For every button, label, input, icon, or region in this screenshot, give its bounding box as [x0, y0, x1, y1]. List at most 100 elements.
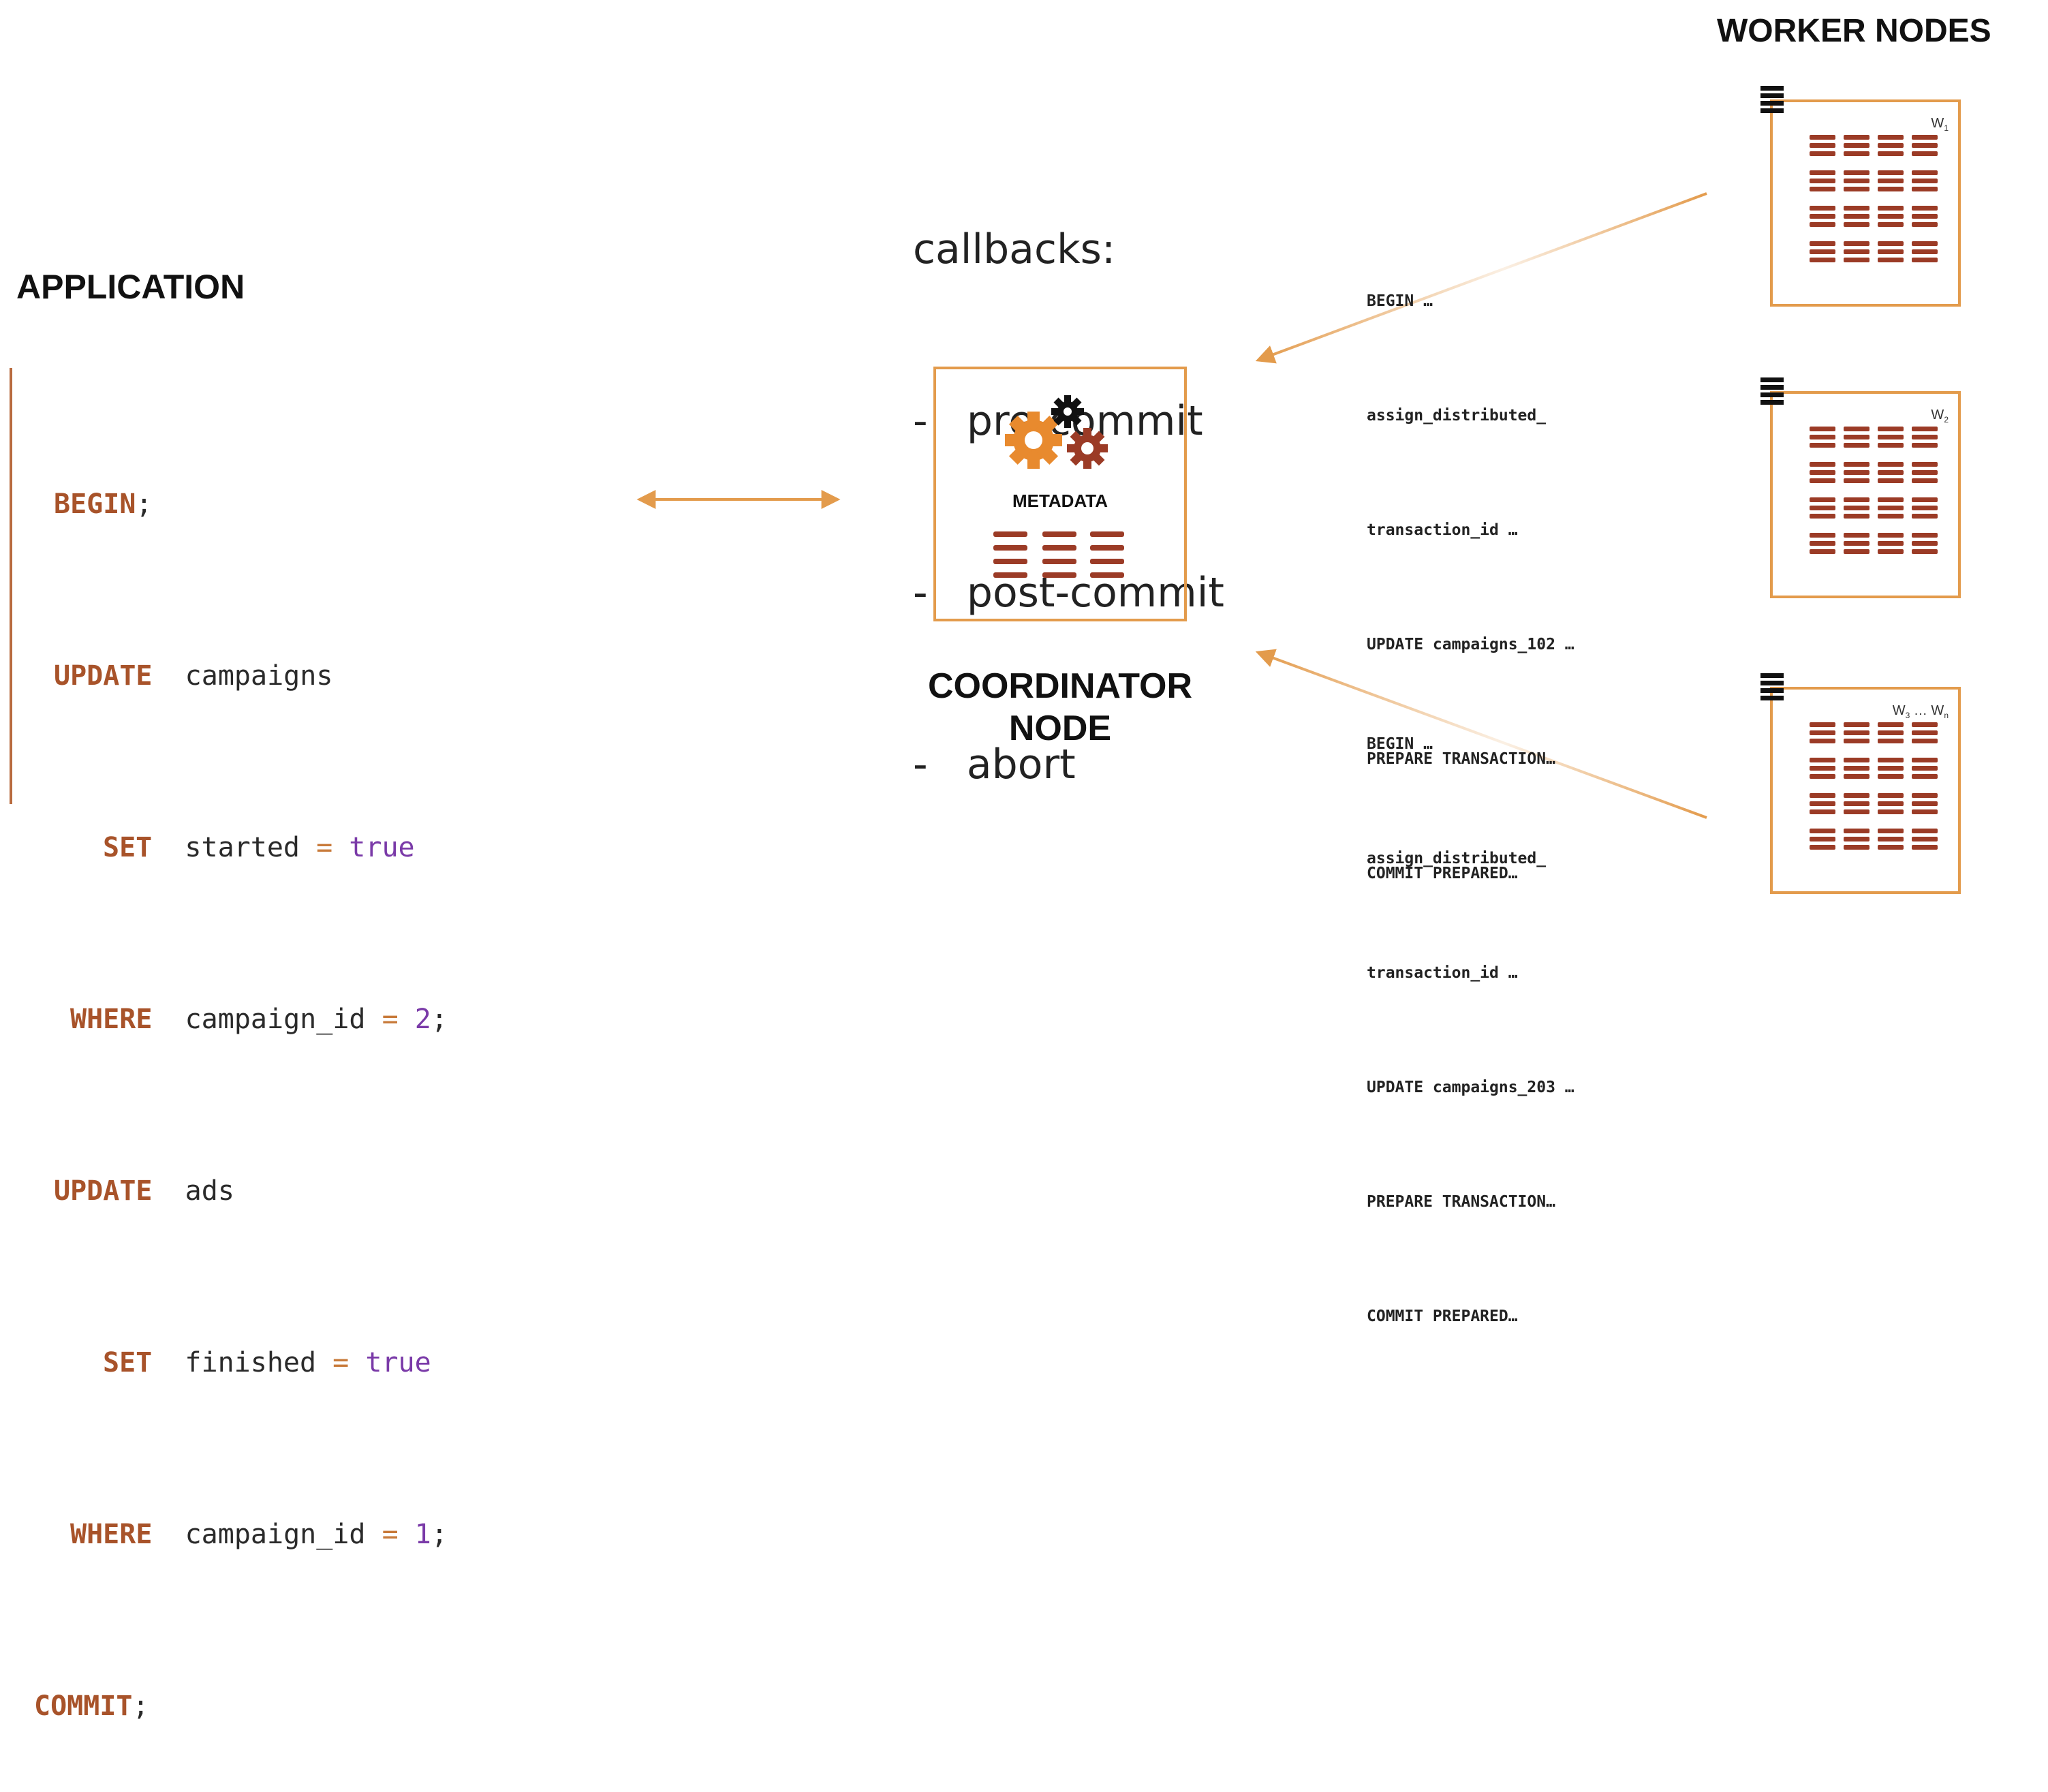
- shard-bar: [1844, 249, 1869, 254]
- shard-bar: [1844, 478, 1869, 483]
- operator: =: [382, 1519, 399, 1550]
- shard-bar: [1844, 258, 1869, 262]
- column-name: finished: [185, 1347, 317, 1378]
- server-stack-bar: [1760, 385, 1784, 390]
- gear-black-icon: [1051, 395, 1084, 428]
- server-stack-icon: [1760, 86, 1784, 113]
- shard-bar: [1844, 506, 1869, 510]
- shard-bar: [1844, 837, 1869, 841]
- kw-where: WHERE: [70, 1519, 153, 1550]
- literal-value: true: [365, 1347, 431, 1378]
- shard-bar: [1912, 829, 1938, 833]
- worker-label-text: W: [1931, 407, 1944, 422]
- shard-bar: [1810, 187, 1835, 191]
- shard-bar: [1810, 774, 1835, 779]
- shard-bar: [1878, 179, 1904, 183]
- shard-bar: [1878, 766, 1904, 771]
- shard-bar: [1844, 533, 1869, 538]
- shard-bar: [1878, 809, 1904, 814]
- callback-label: abort: [966, 741, 1076, 788]
- shard-bar: [1912, 837, 1938, 841]
- shard-bar: [1844, 443, 1869, 448]
- shard-bar: [1912, 435, 1938, 439]
- code-bracket-line: [10, 368, 12, 804]
- shard-bar: [1878, 222, 1904, 227]
- connectors-layer: [636, 192, 1707, 819]
- code-line-begin: BEGIN;: [37, 476, 448, 533]
- shard-bar: [1912, 739, 1938, 743]
- code-semicolon: ;: [136, 489, 153, 520]
- server-stack-bar: [1760, 673, 1784, 678]
- shard-bar: [1844, 143, 1869, 148]
- dash: -: [913, 569, 928, 617]
- shard-bar: [1810, 533, 1835, 538]
- shard-bar: [1810, 222, 1835, 227]
- shard-bar: [1878, 774, 1904, 779]
- shard-bar: [1844, 151, 1869, 156]
- shard-bar: [1878, 478, 1904, 483]
- shard-bar: [1810, 170, 1835, 175]
- shard-bar: [1844, 514, 1869, 519]
- shard-bar: [1810, 435, 1835, 439]
- shard-bar: [1912, 443, 1938, 448]
- shard-bar: [1912, 143, 1938, 148]
- log-line: transaction_id …: [1367, 521, 1518, 539]
- log-line: UPDATE campaigns_203 …: [1367, 1079, 1574, 1096]
- server-stack-bar: [1760, 101, 1784, 106]
- shard-bar: [1912, 541, 1938, 546]
- code-line-set1: SET started = true: [37, 819, 448, 876]
- shard-bar: [1844, 179, 1869, 183]
- shard-bar: [1810, 462, 1835, 467]
- kw-update: UPDATE: [54, 660, 153, 692]
- gear-red-icon: [1067, 428, 1108, 469]
- worker-nodes-heading: WORKER NODES: [1717, 13, 1991, 49]
- kw-commit: COMMIT: [34, 1690, 133, 1722]
- shard-bar: [1844, 541, 1869, 546]
- shard-bar: [1844, 214, 1869, 219]
- shard-bar: [1912, 179, 1938, 183]
- shard-bar: [1844, 793, 1869, 798]
- log-line: COMMIT PREPARED…: [1367, 1308, 1518, 1325]
- kw-begin: BEGIN: [54, 489, 136, 520]
- log-line: COMMIT PREPARED…: [1367, 865, 1518, 882]
- code-semicolon: ;: [132, 1690, 149, 1722]
- shard-bar: [1878, 249, 1904, 254]
- code-line-commit: COMMIT;: [34, 1678, 448, 1735]
- shard-bar: [1844, 206, 1869, 211]
- code-line-where1: WHERE campaign_id = 2;: [37, 991, 448, 1048]
- shard-bar: [1912, 801, 1938, 806]
- log-line: PREPARE TRANSACTION…: [1367, 1193, 1555, 1211]
- column-name: campaign_id: [185, 1004, 366, 1035]
- shard-bar: [1844, 497, 1869, 502]
- shard-bar: [1912, 470, 1938, 475]
- shard-bar: [1810, 427, 1835, 431]
- server-stack-icon: [1760, 377, 1784, 405]
- code-line-update2: UPDATE ads: [37, 1162, 448, 1220]
- shard-bar: [1912, 730, 1938, 735]
- column-name: started: [185, 832, 300, 863]
- shard-bar: [1878, 258, 1904, 262]
- shard-bar: [1810, 470, 1835, 475]
- kw-set: SET: [103, 832, 153, 863]
- shard-bar: [1912, 135, 1938, 140]
- worker-node-2: W2: [1770, 391, 1961, 598]
- server-stack-bar: [1760, 377, 1784, 382]
- shard-bar: [1844, 845, 1869, 850]
- shard-bar: [1912, 497, 1938, 502]
- shard-bar: [1912, 427, 1938, 431]
- column-name: campaign_id: [185, 1519, 366, 1550]
- worker-node-3: W3 … Wn: [1770, 687, 1961, 894]
- shard-bar: [1878, 206, 1904, 211]
- worker-label: W2: [1931, 407, 1949, 424]
- shard-bar: [1878, 427, 1904, 431]
- shard-bar: [1878, 241, 1904, 246]
- worker-label-sub: 3: [1905, 711, 1910, 720]
- shard-bar: [1912, 214, 1938, 219]
- log-line: assign_distributed_: [1367, 407, 1547, 424]
- shard-bar: [1878, 170, 1904, 175]
- transaction-log-top: BEGIN … assign_distributed_ transaction_…: [1367, 206, 1574, 931]
- shard-bar: [1844, 801, 1869, 806]
- shard-bar: [1810, 793, 1835, 798]
- shard-bar: [1810, 143, 1835, 148]
- log-line: assign_distributed_: [1367, 850, 1547, 867]
